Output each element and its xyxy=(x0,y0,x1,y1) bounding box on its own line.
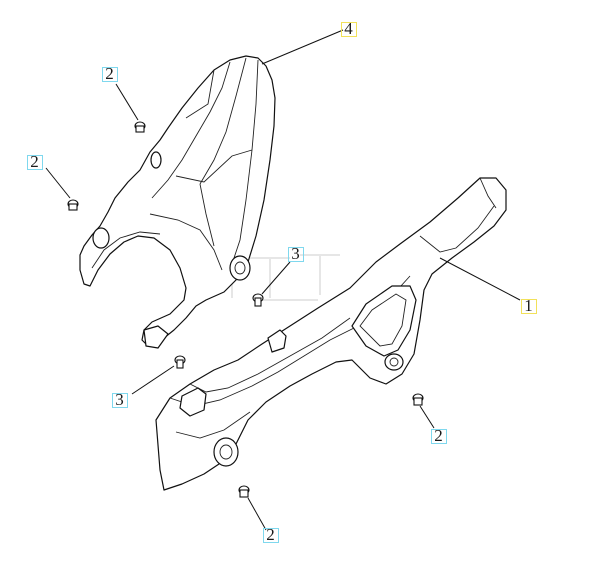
bolt-icon[interactable] xyxy=(238,485,250,498)
bolt-icon[interactable] xyxy=(67,199,79,211)
callout-part-3[interactable]: 3 xyxy=(287,245,304,262)
chain-guard-part[interactable] xyxy=(155,177,507,491)
leader-lines xyxy=(45,29,521,531)
screw-icon[interactable] xyxy=(252,293,264,307)
callout-box xyxy=(263,528,279,543)
callout-part-4[interactable]: 4 xyxy=(340,20,357,37)
callout-box xyxy=(112,393,128,408)
rear-hugger-part[interactable] xyxy=(79,55,276,349)
callout-box xyxy=(102,67,118,82)
callout-part-2[interactable]: 2 xyxy=(430,427,447,444)
bolt-icon[interactable] xyxy=(412,393,424,406)
callout-box xyxy=(288,247,304,262)
screw-icon[interactable] xyxy=(174,355,186,369)
callout-box xyxy=(521,299,537,314)
callout-part-2[interactable]: 2 xyxy=(26,153,43,170)
callout-part-2[interactable]: 2 xyxy=(101,65,118,82)
callout-part-2[interactable]: 2 xyxy=(262,526,279,543)
callout-part-1[interactable]: 1 xyxy=(520,297,537,314)
callout-box xyxy=(341,22,357,37)
callout-box xyxy=(431,429,447,444)
bolt-icon[interactable] xyxy=(134,121,146,133)
callout-box xyxy=(27,155,43,170)
callout-part-3[interactable]: 3 xyxy=(111,391,128,408)
